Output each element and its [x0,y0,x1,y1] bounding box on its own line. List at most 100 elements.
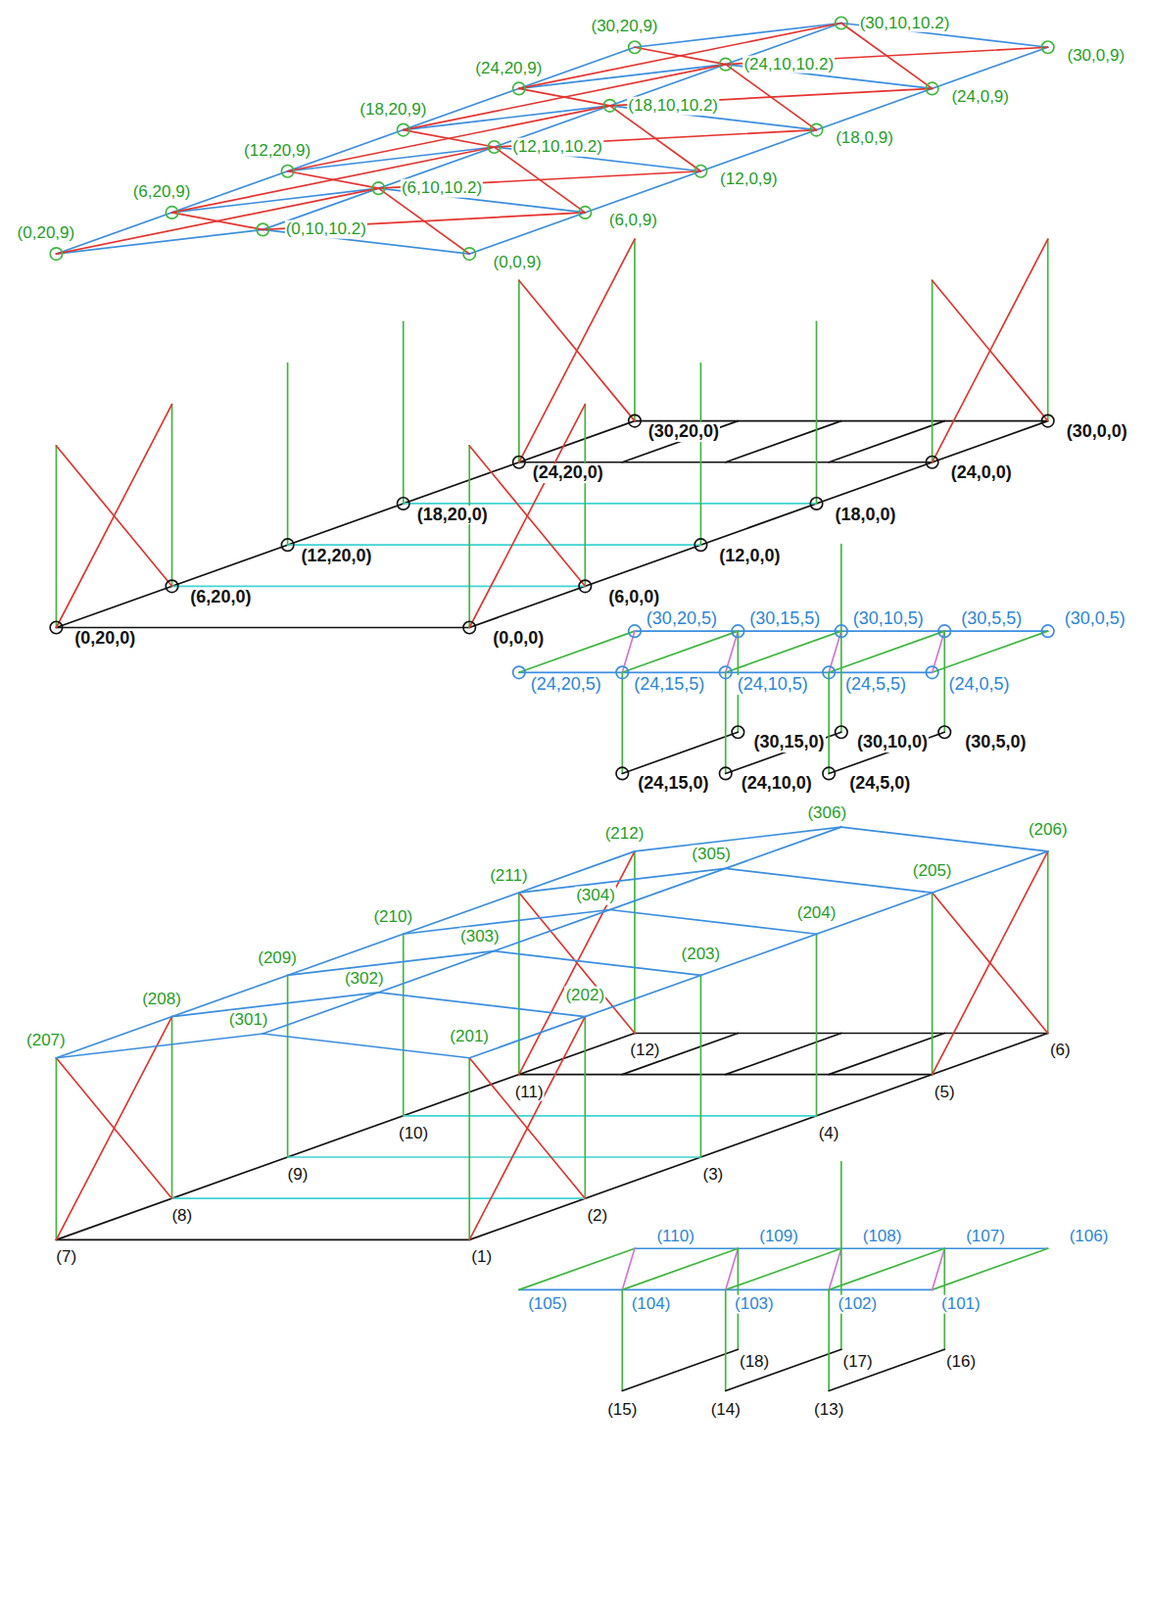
roof-brace [287,105,611,172]
coordinate-label: (12,20,9) [242,142,312,161]
joint-circle [1041,41,1054,53]
joist [519,1247,635,1290]
coordinate-label: (24,5,5) [844,674,908,695]
node-number: (211) [488,865,528,885]
tie-beam [172,584,586,587]
cross-brace [932,239,1049,463]
rafter [403,909,611,934]
coordinate-label: (6,20,9) [132,183,192,202]
node-number: (107) [964,1227,1007,1246]
joint-circle [810,123,822,136]
ground-beam [725,1348,842,1390]
joint-circle [925,82,938,95]
cross-brace [469,1016,585,1241]
coordinate-label: (24,10,10.2) [742,54,835,74]
node-number: (11) [514,1082,545,1102]
cross-brace [55,445,172,586]
node-number: (305) [690,845,732,864]
node-number: (210) [372,907,414,926]
slab-line [828,1032,945,1074]
cross-brace [519,851,635,1075]
coordinate-label: (18,20,9) [358,99,428,119]
column [827,671,830,773]
joint-circle [718,57,731,70]
node-number: (3) [702,1165,725,1185]
joint-circle [49,247,62,260]
joint-circle [718,666,731,678]
joint-circle [487,141,500,153]
node-number: (18) [738,1352,770,1372]
joint-circle [718,766,731,779]
rafter [287,951,495,976]
joint-circle [513,666,526,678]
coordinate-label: (12,10,10.2) [511,138,604,157]
column [402,321,405,504]
joint-circle [835,624,848,637]
joist [932,630,1049,672]
rafter [172,992,380,1017]
coordinate-label: (0,0,9) [492,252,543,272]
node-number: (17) [841,1352,873,1372]
coordinate-label: (30,0,0) [1065,422,1129,442]
slab-line [622,1032,738,1074]
node-number: (5) [933,1082,957,1102]
column [583,1016,586,1199]
rafter [634,826,842,852]
node-number: (204) [796,903,838,922]
joint-circle [938,624,951,637]
joint-circle [578,579,591,592]
coordinate-label: (18,0,0) [834,505,898,526]
joist [622,630,738,672]
node-number: (202) [564,986,606,1006]
joint-circle [396,497,409,510]
node-number: (7) [54,1247,78,1267]
roof-brace [610,105,702,172]
node-number: (1) [470,1247,493,1267]
node-number: (203) [680,944,722,963]
cross-brace [469,1057,585,1198]
coordinate-label: (30,20,0) [647,422,720,442]
coordinate-label: (24,10,5) [736,674,810,695]
node-number: (207) [25,1031,67,1051]
joint-circle [731,624,744,637]
rafter [725,867,933,893]
joint-circle [628,41,641,53]
joint-circle [372,182,384,194]
node-number: (302) [343,968,385,988]
column [815,933,818,1116]
coordinate-label: (12,0,9) [718,170,779,190]
node-number: (205) [911,862,954,881]
column [621,1289,623,1390]
coordinate-label: (24,0,5) [948,674,1011,695]
joint-circle [694,538,707,551]
coordinate-label: (24,20,5) [529,674,603,695]
coordinate-label: (18,20,0) [416,505,489,526]
column [468,1057,471,1241]
node-number: (106) [1068,1227,1110,1246]
column [700,363,703,546]
node-number: (109) [758,1227,800,1246]
coordinate-label: (0,20,0) [73,628,137,649]
joint-circle [628,414,641,427]
node-number: (201) [448,1027,490,1047]
roof-brace [519,88,611,105]
slab-line [725,421,842,463]
column [518,280,521,463]
column [468,445,471,628]
ground-beam [469,1032,1049,1240]
floor-brace [932,1247,946,1290]
column [931,892,934,1075]
cross-brace [55,404,172,628]
column [171,404,174,587]
joint-circle [835,725,848,738]
column [1047,239,1050,422]
roof-brace [519,22,842,89]
joint-circle [628,624,641,637]
roof-brace [494,146,586,213]
ground-beam [828,1348,945,1390]
column [724,671,727,773]
roof-brace [172,146,495,213]
coordinate-label: (30,15,5) [748,609,821,629]
joint-circle [165,579,178,592]
